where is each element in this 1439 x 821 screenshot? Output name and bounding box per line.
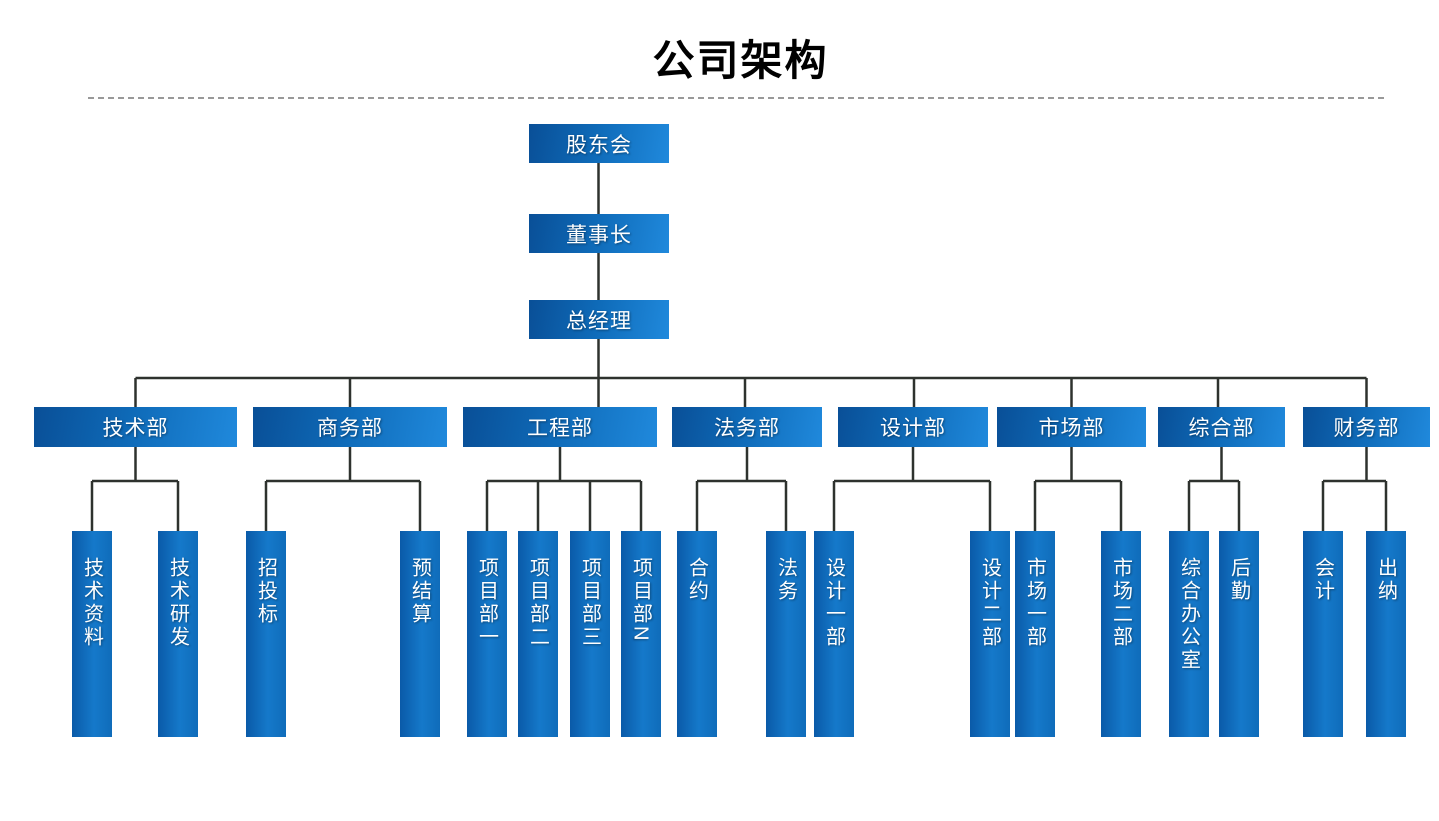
- node-label: 股东会: [566, 133, 632, 157]
- dept-commerce: 商务部: [253, 407, 447, 447]
- dept-label: 设计部: [880, 417, 946, 440]
- sub-label: 合约: [685, 557, 708, 603]
- sub-label: 法务: [774, 557, 797, 603]
- sub-market-dept-2: 市场二部: [1101, 531, 1141, 737]
- dept-finance: 财务部: [1303, 407, 1430, 447]
- title-divider-dashed-line: [88, 97, 1388, 99]
- node-label: 董事长: [566, 223, 632, 247]
- sub-label: 技术研发: [166, 557, 189, 649]
- sub-label: 项目部一: [475, 557, 498, 649]
- page-title: 公司架构: [652, 37, 829, 84]
- sub-logistics: 后勤: [1219, 531, 1259, 737]
- sub-general-office: 综合办公室: [1169, 531, 1209, 737]
- node-shareholders-meeting: 股东会: [529, 124, 669, 163]
- sub-contracts: 合约: [677, 531, 717, 737]
- node-label: 总经理: [566, 309, 632, 333]
- sub-bidding: 招投标: [246, 531, 286, 737]
- sub-market-dept-1: 市场一部: [1015, 531, 1055, 737]
- dept-label: 商务部: [317, 417, 383, 440]
- sub-label: 设计一部: [822, 557, 845, 649]
- sub-label: 设计二部: [978, 557, 1001, 649]
- sub-project-dept-1: 项目部一: [467, 531, 507, 737]
- sub-technical-rnd: 技术研发: [158, 531, 198, 737]
- sub-project-dept-3: 项目部三: [570, 531, 610, 737]
- node-chairman: 董事长: [529, 214, 669, 253]
- dept-engineering: 工程部: [463, 407, 657, 447]
- sub-label: 市场一部: [1023, 557, 1046, 649]
- sub-label: 项目部二: [526, 557, 549, 649]
- dept-legal: 法务部: [672, 407, 822, 447]
- sub-cashier: 出纳: [1366, 531, 1406, 737]
- dept-general-affairs: 综合部: [1158, 407, 1285, 447]
- sub-accounting: 会计: [1303, 531, 1343, 737]
- dept-label: 法务部: [714, 417, 780, 440]
- dept-label: 综合部: [1188, 417, 1255, 440]
- sub-budget-settlement: 预结算: [400, 531, 440, 737]
- sub-design-dept-2: 设计二部: [970, 531, 1010, 737]
- sub-technical-documents: 技术资料: [72, 531, 112, 737]
- sub-label: 招投标: [254, 557, 277, 626]
- dept-label: 技术部: [102, 417, 169, 440]
- node-general-manager: 总经理: [529, 300, 669, 339]
- sub-label: 项目部N: [629, 557, 652, 644]
- sub-label: 技术资料: [80, 557, 103, 649]
- sub-label: 后勤: [1227, 557, 1250, 603]
- dept-label: 财务部: [1333, 417, 1400, 440]
- sub-design-dept-1: 设计一部: [814, 531, 854, 737]
- sub-label: 综合办公室: [1177, 557, 1200, 672]
- dept-label: 市场部: [1038, 417, 1105, 440]
- sub-project-dept-2: 项目部二: [518, 531, 558, 737]
- sub-label: 出纳: [1374, 557, 1397, 603]
- sub-label: 会计: [1311, 557, 1334, 603]
- dept-technology: 技术部: [34, 407, 237, 447]
- dept-marketing: 市场部: [997, 407, 1146, 447]
- sub-label: 市场二部: [1109, 557, 1132, 649]
- sub-label: 预结算: [408, 557, 431, 626]
- dept-label: 工程部: [527, 417, 593, 440]
- sub-label: 项目部三: [578, 557, 601, 649]
- sub-project-dept-n: 项目部N: [621, 531, 661, 737]
- sub-legal-affairs: 法务: [766, 531, 806, 737]
- dept-design: 设计部: [838, 407, 988, 447]
